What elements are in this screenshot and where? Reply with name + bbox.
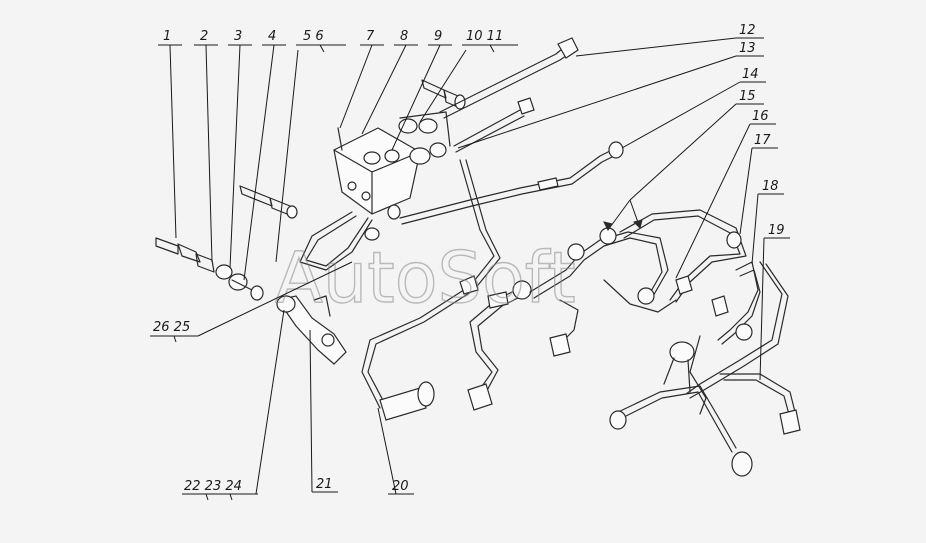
pipe-center-loop (467, 280, 532, 411)
main-rail-pipe (399, 141, 624, 225)
callout-4-leader (243, 44, 275, 281)
callout-16-leader (675, 123, 751, 279)
callout-10-11: 10 11 (466, 29, 503, 44)
callout-22-24-tick-b (229, 493, 233, 501)
callout-21-leader (309, 329, 313, 493)
callout-8-leader (361, 44, 407, 135)
distribution-block (333, 127, 421, 215)
injector-left-lower (155, 237, 264, 301)
callout-15: 15 (739, 89, 756, 104)
pipe-18 (711, 261, 761, 345)
callout-22-24-tick-a (205, 493, 209, 501)
callout-5-6-leader (275, 49, 299, 263)
callouts: 1 2 3 4 5 6 7 8 9 10 11 12 13 (150, 23, 790, 501)
callout-10-11-tick (489, 44, 495, 53)
callout-20-leader (377, 407, 397, 495)
callout-15-arrow-b (633, 219, 643, 229)
callout-22-24: 22 23 24 (184, 479, 242, 494)
callout-21: 21 (316, 477, 333, 492)
pipe-lower-right (609, 335, 753, 477)
callout-18: 18 (762, 179, 779, 194)
callout-19: 19 (768, 223, 785, 238)
callout-17-leader (739, 147, 753, 235)
supply-pipe-left (299, 204, 401, 271)
callout-20: 20 (392, 479, 409, 494)
watermark: AutoSoft (275, 237, 576, 319)
return-pipe-upper (439, 37, 579, 119)
callout-3-leader (229, 44, 241, 269)
callout-26-25: 26 25 (153, 320, 190, 335)
callout-13: 13 (739, 41, 756, 56)
callout-14: 14 (742, 67, 759, 82)
callout-18-leader (751, 193, 759, 265)
callout-26-25-tick (173, 335, 177, 343)
callout-5-6: 5 6 (303, 29, 324, 44)
callout-26-25-leader (197, 261, 353, 337)
callout-15-arrow-a (603, 221, 613, 231)
pipe-19 (685, 261, 801, 435)
callout-15-leader-a (629, 103, 737, 201)
callout-10-11-leader (419, 49, 467, 123)
pipe-15-bundle (529, 227, 669, 357)
callout-9: 9 (434, 29, 442, 44)
callout-9-leader (391, 44, 441, 151)
callout-19-leader (759, 237, 765, 381)
callout-8: 8 (400, 29, 408, 44)
callout-13-leader (457, 55, 737, 149)
pipe-13 (453, 97, 535, 153)
callout-1-leader (169, 44, 177, 239)
callout-2-leader (205, 44, 213, 263)
callout-7-leader (339, 44, 373, 129)
callout-5-6-tick (319, 44, 325, 53)
parts-drawing (155, 37, 801, 477)
callout-3: 3 (234, 29, 242, 44)
callout-4: 4 (268, 29, 276, 44)
callout-1: 1 (163, 29, 171, 44)
bracket-21 (276, 295, 347, 365)
callout-12: 12 (739, 23, 756, 38)
pipe-20-assembly (361, 159, 501, 421)
fittings-cluster (398, 111, 451, 165)
callout-7: 7 (366, 29, 375, 44)
callout-12-leader (575, 37, 737, 57)
pipe-16-17 (603, 209, 747, 313)
callout-17: 17 (754, 133, 771, 148)
callout-14-leader (621, 81, 741, 149)
callout-2: 2 (200, 29, 208, 44)
callout-22-24-leader (255, 309, 285, 495)
callout-16: 16 (752, 109, 769, 124)
injector-left-middle (239, 185, 298, 219)
